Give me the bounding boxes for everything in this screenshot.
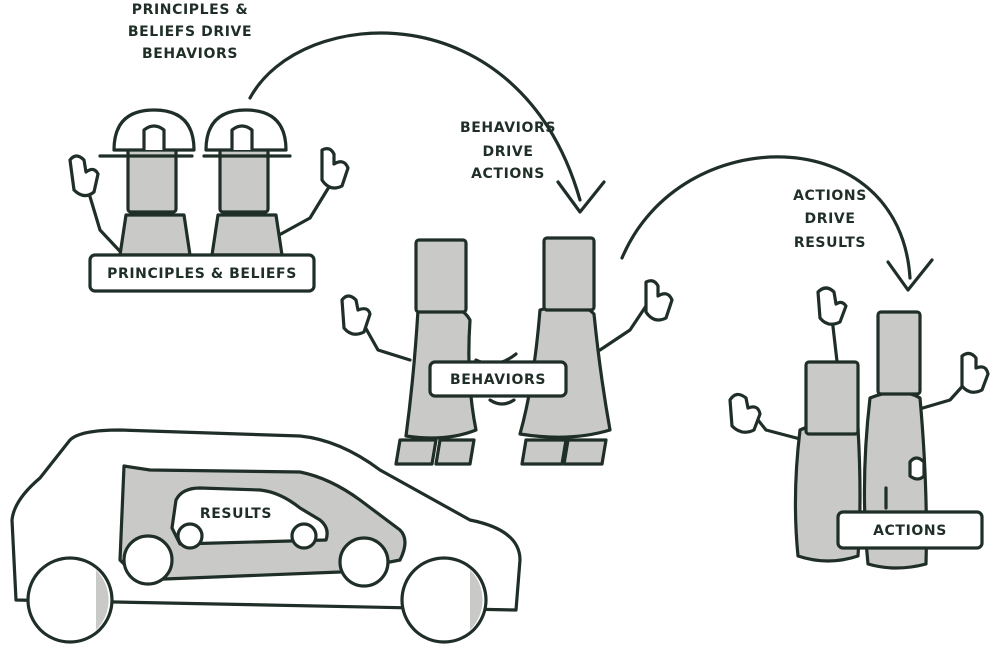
arrow-principles-to-behaviors [248, 31, 606, 214]
svg-text:BEHAVIORS: BEHAVIORS [460, 120, 556, 136]
behaviors-label-box [428, 360, 568, 398]
arrow-behaviors-to-actions [620, 155, 934, 292]
behaviors-figures: BEHAVIORS [340, 236, 674, 466]
svg-text:PRINCIPLES &: PRINCIPLES & [132, 2, 249, 18]
results-label: RESULTS [200, 506, 272, 522]
svg-text:ACTIONS: ACTIONS [471, 166, 545, 182]
svg-text:BELIEFS DRIVE: BELIEFS DRIVE [128, 24, 252, 40]
svg-text:BEHAVIORS: BEHAVIORS [142, 46, 238, 62]
actions-label-box [836, 510, 984, 550]
principles-label: PRINCIPLES & BELIEFS [107, 266, 297, 282]
svg-text:RESULTS: RESULTS [794, 235, 866, 251]
behaviors-label: BEHAVIORS [450, 372, 546, 388]
front-wheel [26, 556, 114, 644]
caption-principles: PRINCIPLES & BELIEFS DRIVE BEHAVIORS [128, 2, 252, 62]
caption-actions: ACTIONS DRIVE RESULTS [793, 188, 867, 251]
principles-label-box [88, 253, 316, 293]
svg-text:DRIVE: DRIVE [482, 144, 533, 160]
rear-wheel [400, 556, 488, 644]
actions-label: ACTIONS [873, 523, 947, 539]
results-car: RESULTS [0, 428, 1000, 650]
principles-beliefs-figures: PRINCIPLES & BELIEFS [68, 108, 350, 293]
actions-figures: ACTIONS [728, 286, 990, 570]
caption-behaviors: BEHAVIORS DRIVE ACTIONS [460, 120, 556, 182]
svg-text:ACTIONS: ACTIONS [793, 188, 867, 204]
svg-text:DRIVE: DRIVE [804, 211, 855, 227]
